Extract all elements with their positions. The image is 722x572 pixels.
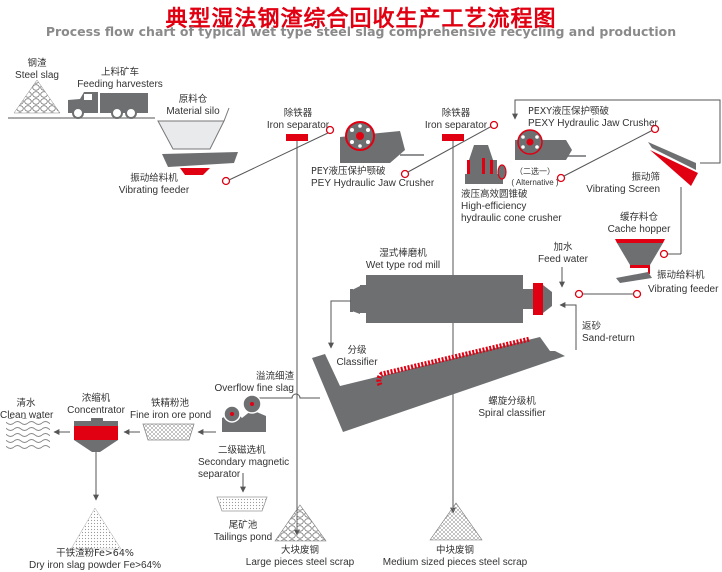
connector-node — [400, 169, 410, 179]
title-english: Process flow chart of typical wet type s… — [45, 24, 677, 39]
oversize-return-line — [512, 99, 721, 164]
label-vibrating-feeder-2-cn: 振动给料机 — [657, 270, 705, 281]
vibrating-feeder-2-icon — [616, 272, 652, 283]
rod-mill-icon — [350, 275, 552, 323]
material-silo-icon — [157, 107, 230, 150]
concentrator-icon — [74, 418, 118, 452]
clean-water-icon — [6, 418, 50, 450]
connector-node — [650, 124, 660, 134]
overflow-arrow — [249, 393, 320, 401]
connector-node — [659, 249, 669, 259]
vibrating-feeder-1-icon — [162, 152, 238, 175]
secondary-magnetic-separator-icon — [222, 394, 266, 432]
steel-slag-pile-icon — [13, 79, 61, 114]
medium-steel-scrap-pile-icon — [429, 502, 483, 541]
connector-node — [556, 173, 566, 183]
sand-return-arrow — [559, 302, 577, 350]
pexy-jaw-crusher-icon — [515, 129, 586, 160]
label-vibrating-feeder-2-en: Vibrating feeder — [648, 284, 719, 295]
label-alternative: （二选一）( Alternative ) — [511, 167, 559, 187]
tailings-pond-icon — [216, 496, 268, 512]
connector-node — [325, 125, 335, 135]
pey-jaw-crusher-icon — [340, 121, 424, 163]
flow-line — [563, 129, 654, 177]
mill-discharge-arrow — [328, 300, 351, 349]
large-steel-scrap-pile-icon — [274, 504, 327, 542]
iron-separator-2-icon — [442, 134, 464, 141]
connector-node — [574, 289, 584, 299]
label-dry-iron-slag-powder: 干铁渣粉Fe>64%Dry iron slag powder Fe>64% — [28, 548, 161, 571]
dry-iron-slag-powder-pile-icon — [70, 507, 122, 550]
cone-crusher-icon — [465, 145, 507, 184]
title-chinese: 典型湿法钢渣综合回收生产工艺流程图 — [165, 7, 557, 32]
cache-hopper-icon — [615, 239, 665, 274]
fine-iron-ore-pond-icon — [142, 423, 195, 441]
vibrating-screen-icon — [648, 142, 698, 186]
flow-line — [228, 131, 331, 181]
spiral-classifier-icon — [312, 336, 565, 432]
truck-icon — [68, 92, 148, 119]
flow-line — [407, 125, 493, 173]
connector-node — [221, 176, 231, 186]
connector-node — [632, 289, 642, 299]
connector-node — [489, 120, 499, 130]
iron-separator-1-icon — [286, 134, 308, 141]
